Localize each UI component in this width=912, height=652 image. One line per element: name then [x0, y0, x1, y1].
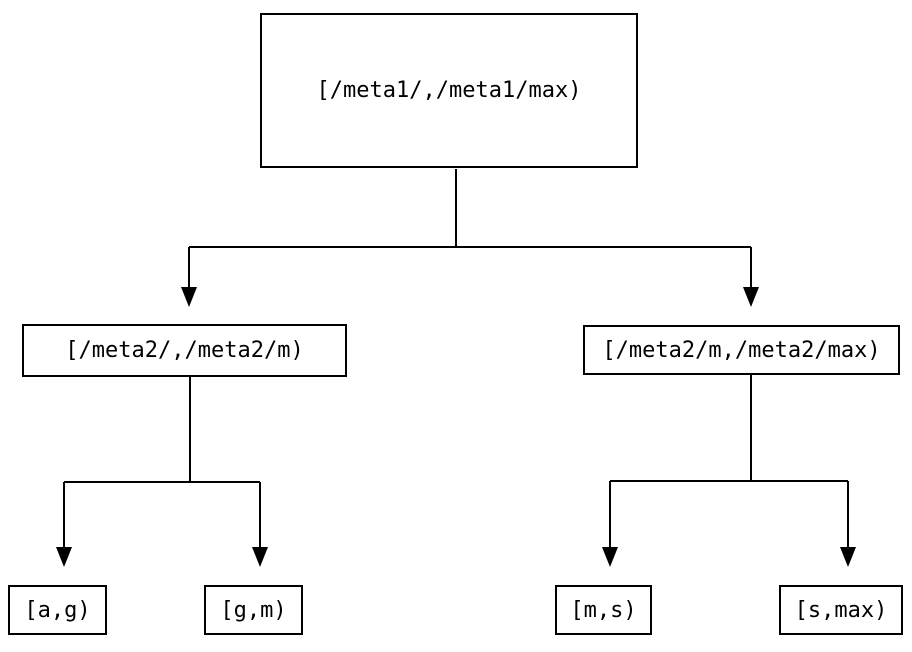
edge-left-to-leaves — [63, 377, 261, 549]
arrow-down-icon — [252, 547, 268, 567]
node-label: [g,m) — [220, 597, 287, 623]
node-label: [/meta1/,/meta1/max) — [316, 78, 582, 103]
tree-node-root: [/meta1/,/meta1/max) — [260, 13, 638, 168]
arrow-down-icon — [56, 547, 72, 567]
tree-leaf-g-m: [g,m) — [204, 585, 303, 635]
tree-node-meta2-high: [/meta2/m,/meta2/max) — [583, 325, 900, 375]
tree-leaf-m-s: [m,s) — [555, 585, 652, 635]
arrow-down-icon — [181, 287, 197, 307]
node-label: [s,max) — [794, 597, 888, 623]
tree-leaf-a-g: [a,g) — [8, 585, 107, 635]
node-label: [m,s) — [570, 597, 637, 623]
arrow-down-icon — [743, 287, 759, 307]
tree-node-meta2-low: [/meta2/,/meta2/m) — [22, 324, 347, 377]
tree-leaf-s-max: [s,max) — [779, 585, 903, 635]
node-label: [/meta2/,/meta2/m) — [65, 338, 304, 363]
node-label: [/meta2/m,/meta2/max) — [602, 337, 881, 363]
edge-right-to-leaves — [609, 375, 849, 549]
edge-root-to-children — [188, 169, 752, 289]
arrow-down-icon — [602, 547, 618, 567]
node-label: [a,g) — [24, 597, 91, 623]
arrow-down-icon — [840, 547, 856, 567]
